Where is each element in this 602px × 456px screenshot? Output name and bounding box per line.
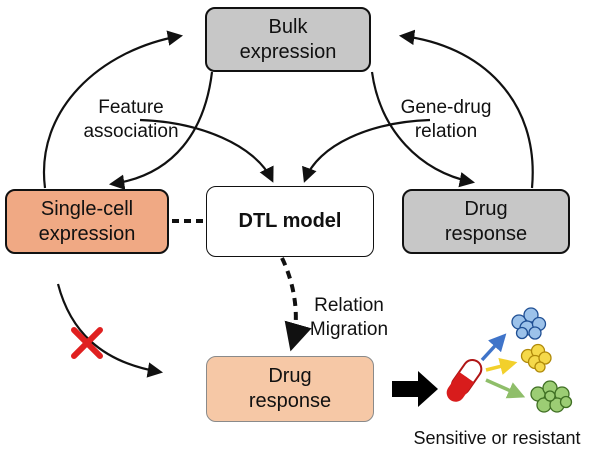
- gene-drug-relation-line2: relation: [414, 121, 478, 142]
- single-cell-line2: expression: [38, 222, 136, 245]
- drug-response-top-line1: Drug: [464, 197, 508, 220]
- arrow-to-yellow-cells: [485, 357, 518, 375]
- yellow-cells-icon: [520, 343, 552, 373]
- drug-response-top-line2: response: [444, 222, 528, 245]
- drug-response-node-bottom: Drug response: [206, 356, 374, 422]
- dtl-model-node: DTL model: [206, 186, 374, 257]
- arrow-drugresponse-to-bulk: [398, 29, 534, 189]
- bulk-expression-node: Bulk expression: [205, 7, 371, 72]
- dtl-model-label: DTL model: [238, 210, 342, 232]
- sensitive-or-resistant-label: Sensitive or resistant: [413, 428, 581, 448]
- single-cell-line1: Single-cell: [40, 197, 134, 220]
- drug-response-node-top: Drug response: [402, 189, 570, 254]
- arrow-to-blue-cells: [480, 333, 507, 362]
- dashed-arrow-relation-migration: [280, 257, 312, 352]
- arrow-bulk-to-drugresponse: [370, 71, 476, 188]
- arrow-to-green-cells: [485, 378, 526, 399]
- relation-migration-label: Relation Migration: [300, 294, 398, 342]
- single-cell-expression-node: Single-cell expression: [5, 189, 169, 254]
- relation-migration-line2: Migration: [309, 319, 389, 340]
- gene-drug-relation-label: Gene-drug relation: [388, 96, 504, 144]
- arrow-feature-to-dtl: [139, 118, 274, 183]
- drug-response-bottom-line1: Drug: [268, 365, 312, 387]
- drug-response-bottom-line2: response: [248, 390, 332, 412]
- arrow-singlecell-to-bulk: [42, 30, 184, 189]
- relation-migration-line1: Relation: [314, 295, 384, 316]
- big-right-arrow-icon: [392, 371, 438, 407]
- arrow-genedrug-to-dtl: [302, 118, 431, 183]
- cross-icon: [71, 327, 103, 359]
- drug-capsule-icon: [446, 358, 483, 402]
- arrow-bulk-to-singlecell: [108, 71, 214, 190]
- green-cells-icon: [530, 380, 573, 413]
- bulk-expression-line2: expression: [239, 40, 337, 63]
- feature-association-line2: association: [83, 121, 179, 142]
- feature-association-line1: Feature: [98, 97, 164, 118]
- gene-drug-relation-line1: Gene-drug: [400, 97, 492, 118]
- bulk-expression-line1: Bulk: [268, 15, 308, 38]
- feature-association-label: Feature association: [68, 96, 194, 144]
- blue-cells-icon: [511, 307, 547, 340]
